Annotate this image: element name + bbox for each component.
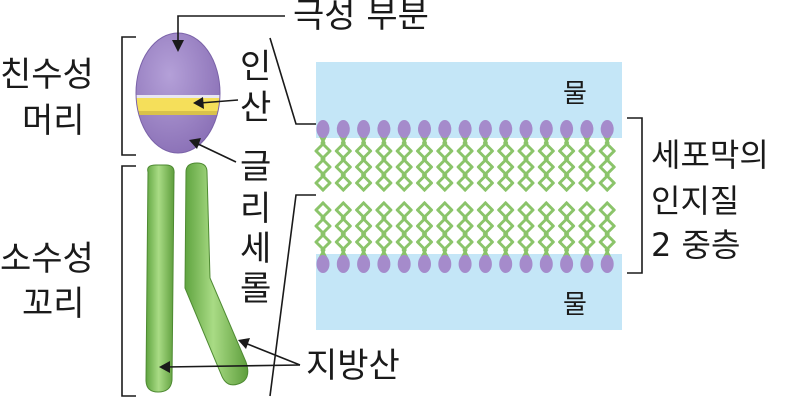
- bilayer-tail: [543, 134, 555, 193]
- label-water-bottom: 물: [563, 290, 587, 320]
- bilayer-head: [560, 255, 574, 273]
- label-phosphate-2: 산: [240, 88, 271, 128]
- bilayer-head: [397, 255, 411, 273]
- phospholipid-molecule: [135, 32, 249, 393]
- bilayer-head: [316, 255, 330, 273]
- bilayer-head: [519, 120, 533, 138]
- bilayer-tail: [462, 200, 474, 259]
- bilayer-tail: [604, 200, 616, 259]
- label-glycerol-2: 리: [240, 189, 271, 229]
- bilayer-tail: [422, 134, 433, 193]
- bilayer-head: [600, 255, 614, 273]
- bilayer-head: [357, 255, 371, 273]
- bilayer-head: [499, 120, 513, 138]
- bilayer-tail: [523, 134, 535, 193]
- bilayer-head: [377, 255, 391, 273]
- bilayer-tail: [462, 134, 474, 193]
- bilayer-head: [397, 120, 411, 138]
- bilayer-head: [519, 255, 533, 273]
- bracket-hydrophilic: [121, 36, 136, 156]
- bilayer-tail: [401, 200, 413, 259]
- bilayer-tail: [584, 200, 596, 259]
- label-glycerol-3: 세: [240, 229, 271, 269]
- bilayer-head: [418, 120, 431, 138]
- fatty-acid-tail-right: [184, 162, 249, 386]
- bilayer-head: [458, 120, 472, 138]
- bilayer-head: [336, 120, 350, 138]
- bilayer-head: [560, 120, 574, 138]
- label-hydrophilic-2: 머리: [22, 101, 85, 141]
- bilayer-tail: [564, 200, 576, 259]
- bilayer-tails: [314, 134, 616, 259]
- label-water-top: 물: [563, 79, 587, 109]
- hydrophilic-head: [136, 33, 220, 153]
- bracket-bilayer: [627, 117, 643, 274]
- bilayer-tail: [442, 134, 454, 193]
- bilayer-head: [478, 120, 492, 138]
- fatty-acid-tail-left: [145, 164, 175, 393]
- bilayer-tail: [422, 200, 433, 259]
- bilayer-head: [478, 255, 492, 273]
- bilayer-head: [336, 255, 350, 273]
- label-fatty-acid: 지방산: [306, 346, 400, 386]
- leader-lines: [159, 15, 318, 397]
- bilayer-head: [316, 120, 330, 138]
- bilayer-tail: [503, 134, 515, 193]
- label-polar-part: 극성 부분: [293, 0, 429, 36]
- label-bilayer-3: 2 중층: [651, 226, 740, 264]
- bilayer-heads: [316, 120, 614, 273]
- phospholipid-bilayer: [314, 62, 622, 330]
- bilayer-head: [580, 255, 594, 273]
- label-hydrophobic-2: 꼬리: [22, 284, 85, 324]
- bilayer-head: [580, 120, 594, 138]
- bilayer-tail: [523, 200, 535, 259]
- label-bilayer-2: 인지질: [651, 182, 739, 220]
- bilayer-tail: [361, 134, 373, 193]
- bilayer-tail: [320, 134, 332, 193]
- bilayer-tail: [340, 200, 352, 259]
- bilayer-head: [357, 120, 371, 138]
- bilayer-tail: [584, 134, 596, 193]
- label-hydrophilic-1: 친수성: [0, 55, 94, 95]
- bilayer-head: [438, 120, 452, 138]
- bilayer-head: [458, 255, 472, 273]
- bilayer-head: [539, 255, 553, 273]
- phosphate-band: [136, 97, 220, 111]
- bilayer-tail: [442, 200, 454, 259]
- label-hydrophobic-1: 소수성: [0, 239, 94, 279]
- bilayer-tail: [503, 200, 515, 259]
- bilayer-tail: [320, 200, 332, 259]
- bilayer-head: [499, 255, 513, 273]
- label-glycerol-1: 글: [240, 147, 271, 187]
- bilayer-tail: [361, 200, 373, 259]
- label-glycerol-4: 롤: [240, 269, 271, 309]
- bilayer-tail: [604, 134, 616, 193]
- bilayer-tail: [381, 200, 393, 259]
- bilayer-tail: [482, 134, 494, 193]
- label-phosphate-1: 인: [240, 47, 271, 87]
- bilayer-tail: [340, 134, 352, 193]
- bilayer-tail: [564, 134, 576, 193]
- bilayer-head: [539, 120, 553, 138]
- label-bilayer-1: 세포막의: [651, 136, 769, 174]
- bilayer-head: [438, 255, 452, 273]
- bilayer-tail: [543, 200, 555, 259]
- bilayer-tail: [401, 134, 413, 193]
- bilayer-head: [600, 120, 614, 138]
- bilayer-head: [418, 255, 431, 273]
- bilayer-tail: [482, 200, 494, 259]
- bilayer-tail: [381, 134, 393, 193]
- bilayer-head: [377, 120, 391, 138]
- bracket-hydrophobic: [121, 165, 136, 397]
